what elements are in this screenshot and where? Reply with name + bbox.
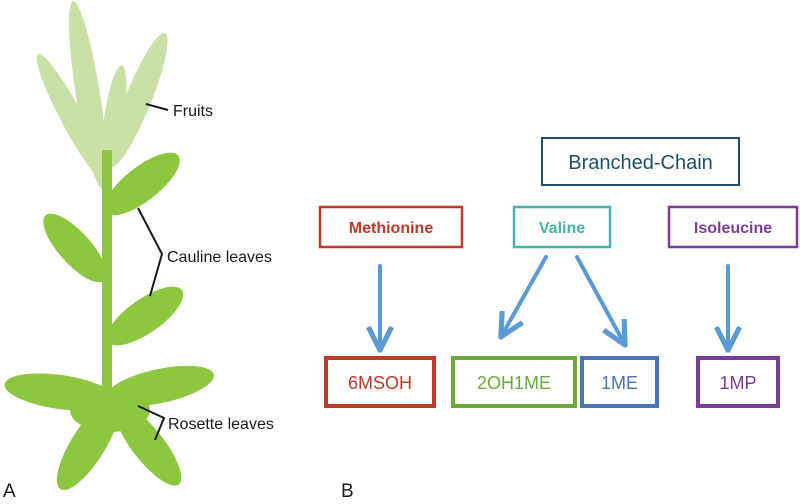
isoleucine-box	[667, 205, 799, 249]
2oh1me-box	[451, 356, 577, 408]
fruits-label: Fruits	[173, 103, 213, 120]
rosette-leaves	[4, 365, 214, 491]
branched-chain-label: Branched-Chain	[568, 152, 713, 174]
1me-box	[580, 356, 659, 408]
stem	[102, 150, 112, 410]
plant-illustration: Fruits Cauline leaves Rosette leaves A	[3, 1, 274, 502]
6msoh-label: 6MSOH	[348, 373, 412, 393]
methionine-label: Methionine	[349, 220, 434, 237]
branched-chain-box	[541, 137, 740, 186]
panel-b-label: B	[341, 481, 354, 502]
pathway-diagram: Branched-Chain Methionine Valine Isoleuc…	[318, 137, 799, 502]
valine-box	[512, 205, 612, 249]
valine-label: Valine	[539, 220, 585, 237]
cauline-leaves	[43, 152, 184, 346]
1mp-label: 1MP	[719, 373, 756, 393]
fruits	[36, 1, 168, 189]
1me-label: 1ME	[601, 373, 638, 393]
6msoh-box	[324, 356, 436, 408]
panel-a-label: A	[3, 481, 16, 502]
arrow-valine-to-2oh1me	[502, 255, 548, 335]
1mp-box	[696, 356, 780, 408]
2oh1me-label: 2OH1ME	[477, 373, 551, 393]
rosette-leaves-label: Rosette leaves	[168, 416, 274, 433]
isoleucine-label: Isoleucine	[694, 220, 772, 237]
arrow-valine-to-1me	[575, 255, 624, 343]
pathway-arrows	[380, 255, 728, 348]
pointer-lines	[137, 103, 169, 441]
cauline-leaves-label: Cauline leaves	[167, 249, 272, 266]
methionine-box	[318, 205, 464, 249]
